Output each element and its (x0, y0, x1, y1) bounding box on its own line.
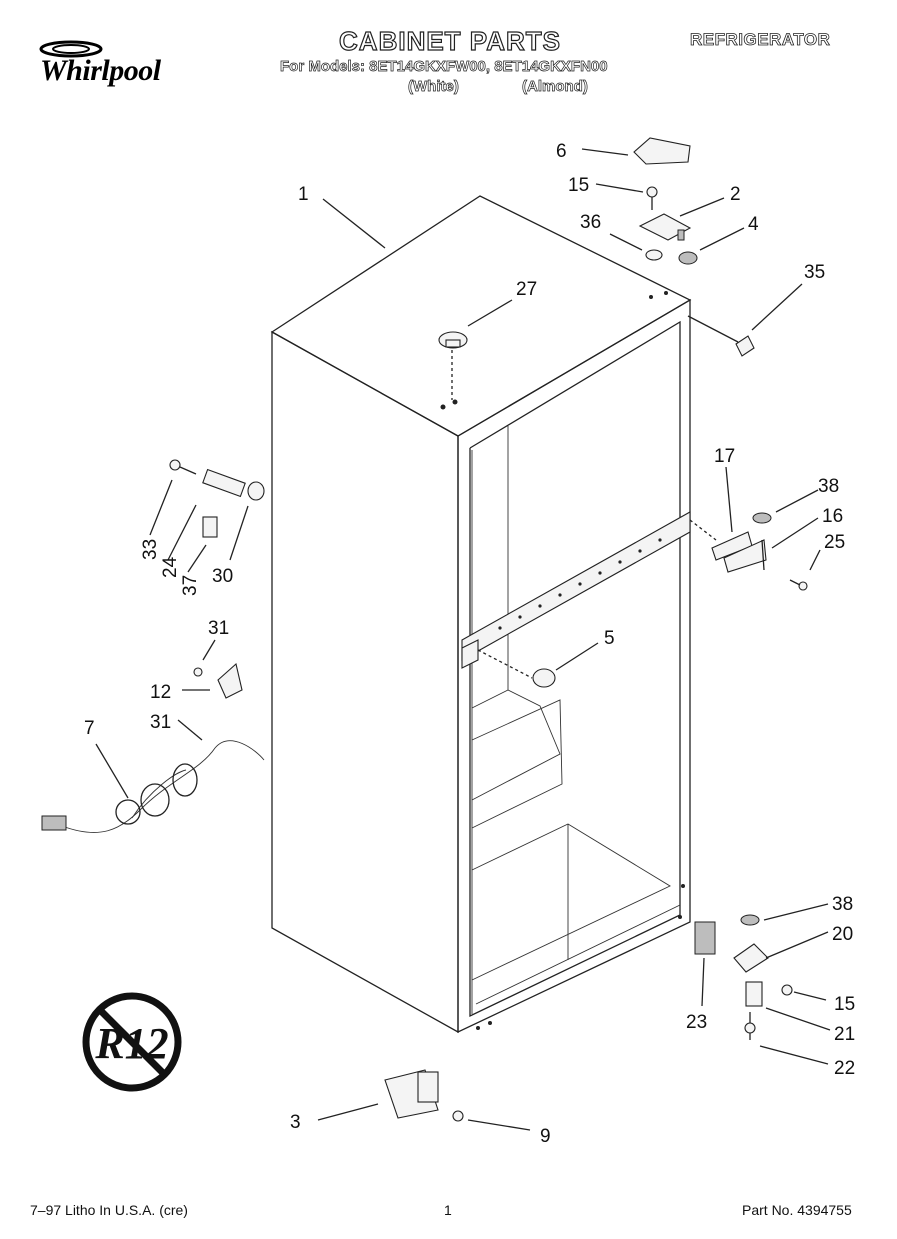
callout-37: 37 (180, 575, 201, 596)
callout-23: 23 (686, 1012, 707, 1033)
color-white-label: (White) (408, 78, 460, 96)
color-almond-label: (Almond) (522, 78, 589, 96)
part-35-plug (735, 335, 755, 357)
center-hinge-rail (461, 511, 691, 669)
part-27-plug (438, 331, 468, 349)
brand-name: Whirlpool (40, 54, 161, 87)
appliance-category: REFRIGERATOR (690, 30, 831, 50)
callout-15-bottom: 15 (834, 994, 855, 1015)
callout-21: 21 (834, 1024, 855, 1045)
cabinet (270, 195, 692, 1034)
models-prefix: For Models: (280, 58, 366, 76)
callout-9: 9 (540, 1126, 551, 1147)
callout-15-top: 15 (568, 175, 589, 196)
callout-2: 2 (730, 184, 741, 205)
callout-labels: 1 2 3 4 5 6 7 9 12 15 15 16 17 20 21 22 … (84, 141, 855, 1147)
callout-31-bottom: 31 (150, 712, 171, 733)
callout-3: 3 (290, 1112, 301, 1133)
leader-lines (95, 148, 831, 1131)
part-15-screw-top (646, 186, 658, 210)
callout-4: 4 (748, 214, 759, 235)
callout-24: 24 (160, 556, 181, 578)
part-7-power-cord (41, 740, 265, 833)
part-6-hinge-cover (633, 137, 691, 165)
callout-16: 16 (822, 506, 843, 527)
callout-30: 30 (212, 566, 233, 587)
models-line: For Models: 8ET14GKXFW00, 8ET14GKXFN00 (280, 58, 608, 76)
callout-38-bottom: 38 (832, 894, 853, 915)
litho-note: 7–97 Litho In U.S.A. (cre) (30, 1202, 188, 1218)
callout-36: 36 (580, 212, 601, 233)
callout-6: 6 (556, 141, 567, 162)
logo-swirl-icon (39, 40, 103, 58)
page-title: CABINET PARTS (338, 25, 561, 56)
r12-no-symbol-badge: R12 (82, 992, 182, 1092)
bottom-hinge-parts (694, 914, 793, 1040)
callout-38-top: 38 (818, 476, 839, 497)
models-list: 8ET14GKXFW00, 8ET14GKXFN00 (369, 58, 608, 76)
part-2-top-hinge (638, 213, 692, 241)
callout-5: 5 (604, 628, 615, 649)
part-36-shim (645, 249, 663, 261)
callout-22: 22 (834, 1058, 855, 1079)
part-4-bushing (678, 251, 698, 265)
callout-27: 27 (516, 279, 537, 300)
callout-33: 33 (140, 539, 161, 560)
center-hinge-parts (711, 512, 808, 591)
part-3-leveler (384, 1069, 464, 1122)
callout-1: 1 (298, 184, 309, 205)
callout-35: 35 (804, 262, 825, 283)
whirlpool-logo: Whirlpool (30, 36, 190, 96)
callout-20: 20 (832, 924, 853, 945)
callout-25: 25 (824, 532, 845, 553)
callout-31-top: 31 (208, 618, 229, 639)
callout-17: 17 (714, 446, 735, 467)
part-number: Part No. 4394755 (742, 1202, 852, 1218)
part-5-plug (532, 668, 556, 688)
page-number: 1 (444, 1202, 452, 1218)
callout-12: 12 (150, 682, 171, 703)
callout-7: 7 (84, 718, 95, 739)
left-hinge-assembly (169, 459, 265, 699)
